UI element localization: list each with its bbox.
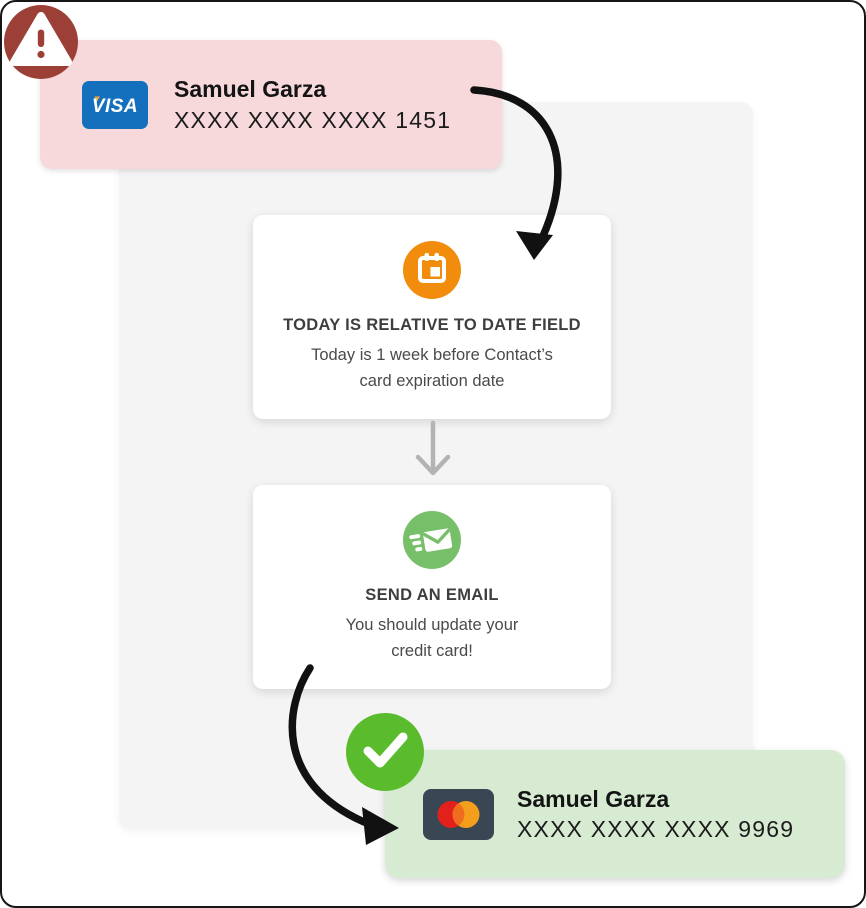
mastercard-logo [423,788,494,840]
check-icon [346,711,424,794]
visa-logo: VISA [82,80,148,129]
old-card-holder: Samuel Garza [174,76,327,103]
workflow-panel [119,102,753,829]
trigger-description: Today is 1 week before Contact’s card ex… [311,346,553,391]
warning-icon [4,3,78,82]
warning-badge [4,5,78,79]
action-title: SEND AN EMAIL [365,586,499,604]
success-badge [346,713,424,791]
trigger-node[interactable]: TODAY IS RELATIVE TO DATE FIELD Today is… [253,215,611,419]
calendar-icon [403,241,461,299]
old-card-number: XXXX XXXX XXXX 1451 [174,106,452,133]
old-card: VISA Samuel Garza XXXX XXXX XXXX 1451 [40,40,502,169]
new-card-number: XXXX XXXX XXXX 9969 [517,816,795,842]
action-node[interactable]: SEND AN EMAIL You should update your cre… [253,485,611,689]
trigger-title: TODAY IS RELATIVE TO DATE FIELD [283,316,581,334]
action-description: You should update your credit card! [345,616,519,661]
email-icon [403,511,461,569]
new-card-holder: Samuel Garza [517,785,670,812]
new-card: Samuel Garza XXXX XXXX XXXX 9969 [385,750,845,878]
svg-text:VISA: VISA [92,96,138,117]
